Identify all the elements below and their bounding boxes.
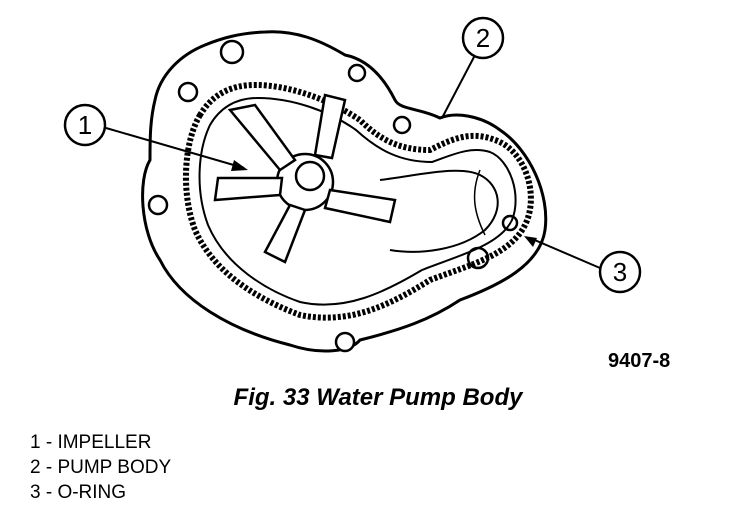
callout-1-number: 1 bbox=[78, 110, 92, 140]
callout-2: 2 bbox=[441, 16, 505, 119]
parts-legend: 1 - IMPELLER 2 - PUMP BODY 3 - O-RING bbox=[30, 430, 171, 505]
figure-caption: Fig. 33 Water Pump Body bbox=[233, 384, 523, 411]
legend-item-impeller: 1 - IMPELLER bbox=[30, 432, 152, 453]
legend-item-pump-body: 2 - PUMP BODY bbox=[30, 457, 172, 478]
figure-code: 9407-8 bbox=[608, 350, 671, 372]
callout-2-number: 2 bbox=[476, 23, 490, 53]
callout-1: 1 bbox=[63, 103, 248, 171]
outlet-passage bbox=[379, 169, 499, 253]
callout-3: 3 bbox=[524, 236, 642, 294]
legend-item-o-ring: 3 - O-RING bbox=[30, 482, 127, 503]
impeller bbox=[213, 93, 397, 264]
callout-3-number: 3 bbox=[613, 257, 627, 287]
